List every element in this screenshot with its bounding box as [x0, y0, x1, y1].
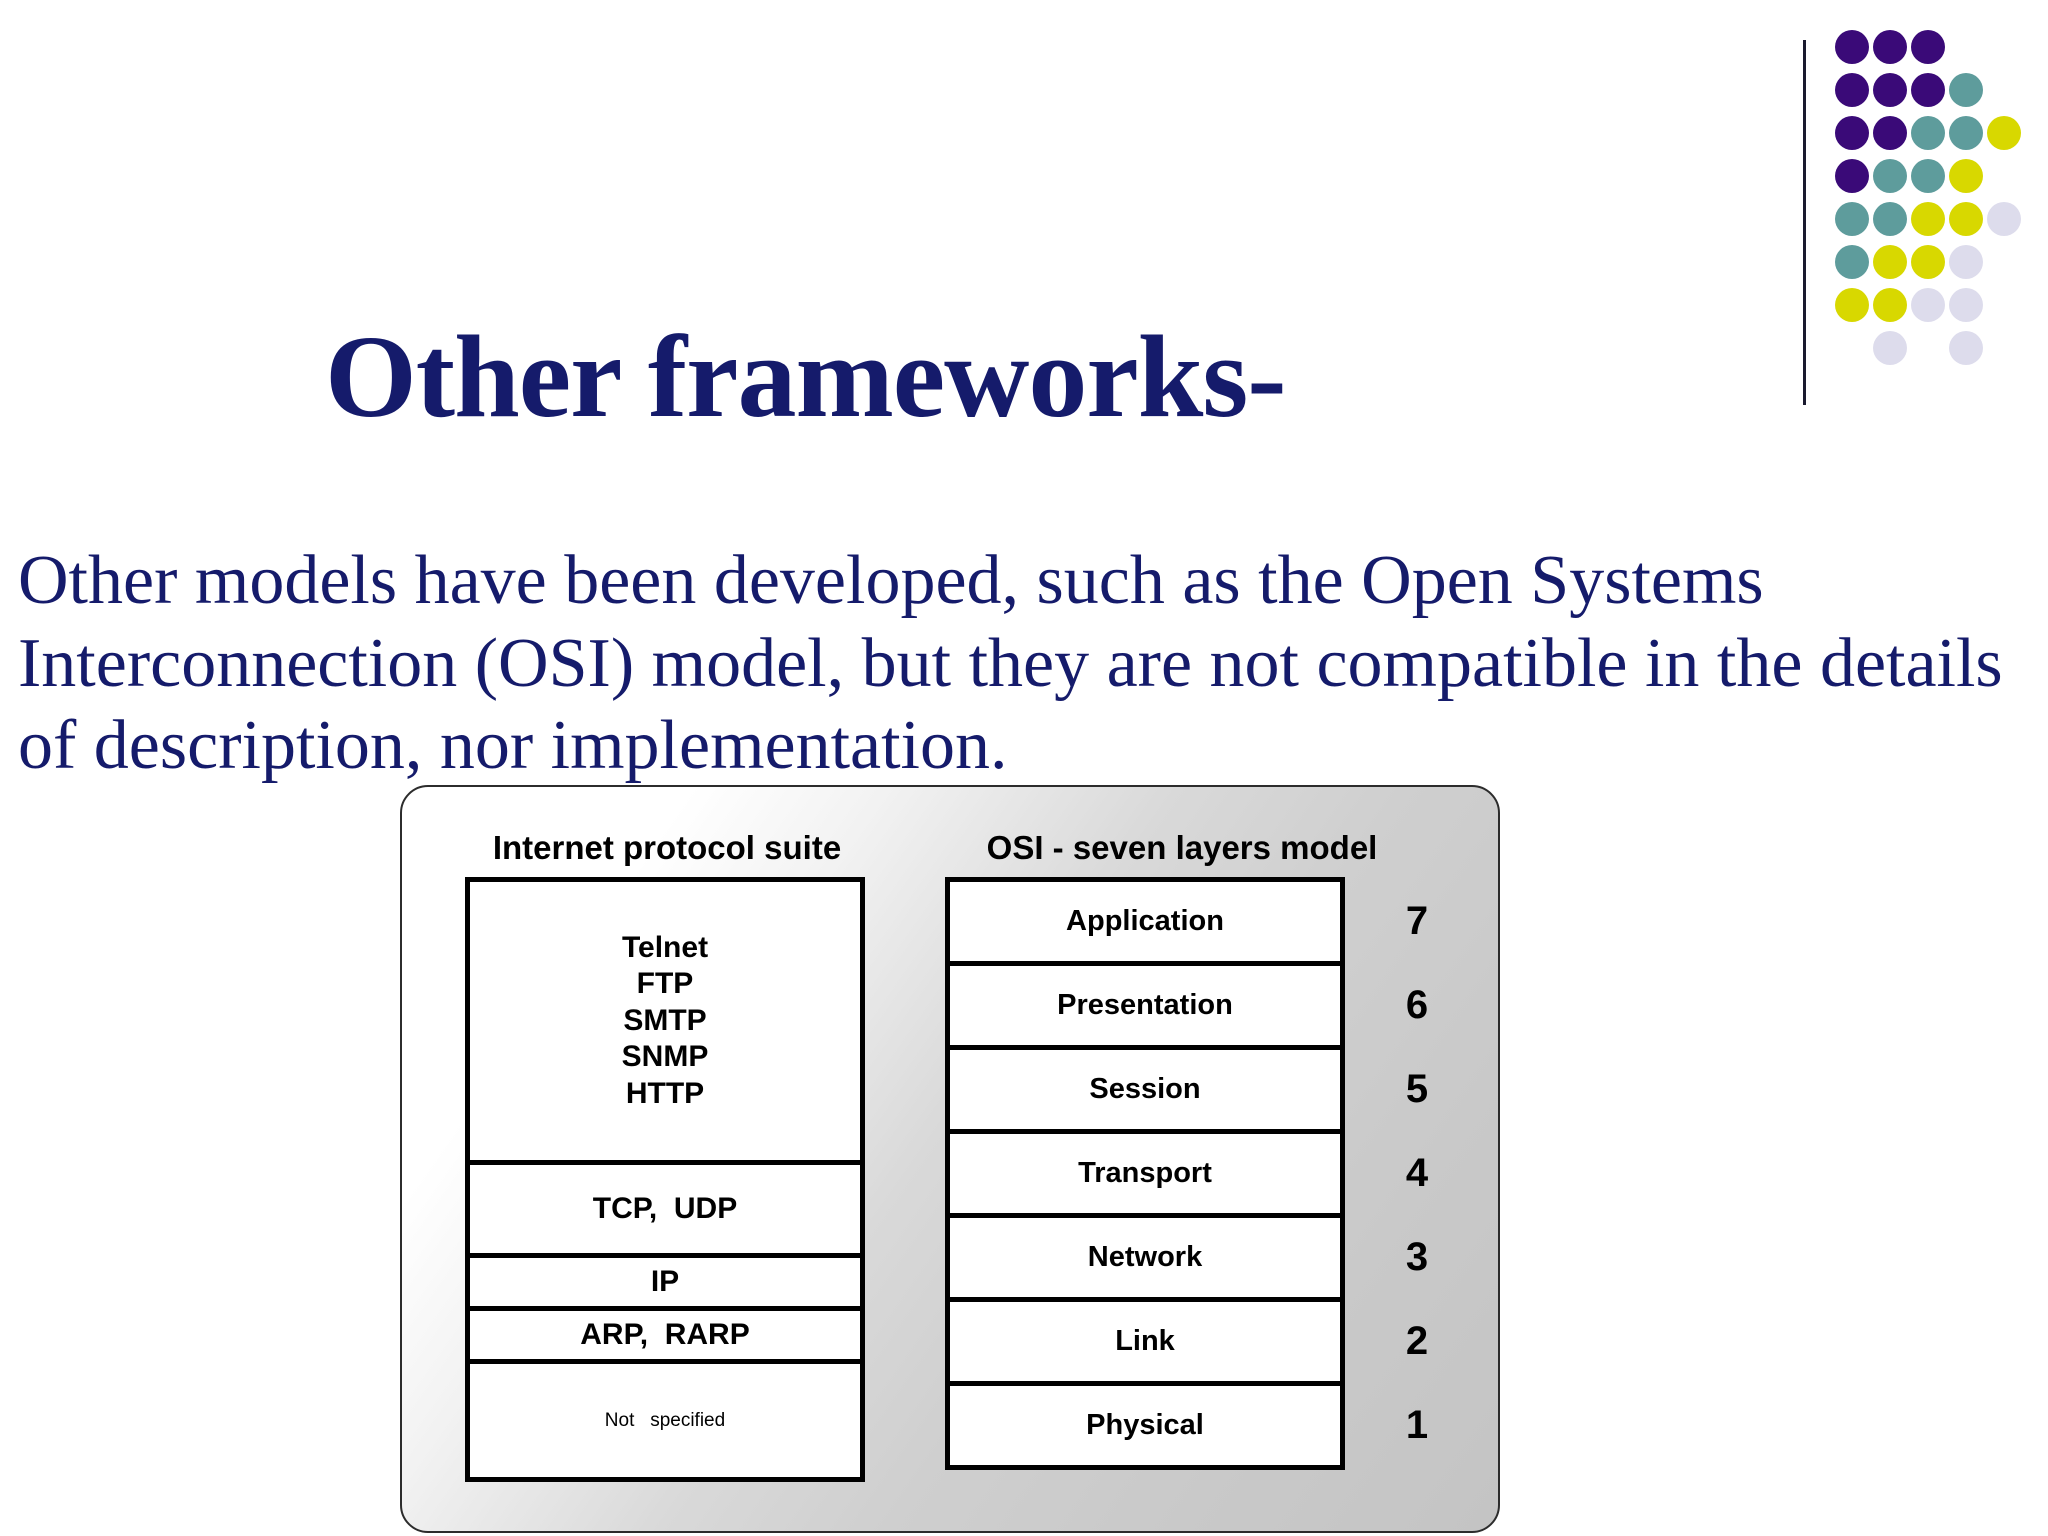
osi-layer-number: 3 [1405, 1235, 1429, 1279]
logo-dot-yellow [1911, 202, 1945, 236]
logo-vertical-rule [1803, 40, 1806, 405]
osi-model-heading: OSI - seven layers model [986, 829, 1378, 866]
logo-dot-teal [1835, 202, 1869, 236]
osi-layer-label: Presentation [1057, 989, 1233, 1021]
ips-box-label: IP [650, 1264, 680, 1298]
logo-dot-yellow [1873, 288, 1907, 322]
osi-layer-label: Network [1087, 1241, 1203, 1273]
osi-vs-tcpip-diagram: Internet protocol suite OSI - seven laye… [400, 785, 1500, 1533]
internet-protocol-suite-stack: Telnet FTP SMTP SNMP HTTP TCP, UDP IP ARP, … [465, 877, 865, 1497]
osi-layer-label: Link [1115, 1325, 1175, 1357]
logo-dot-lavender [1949, 288, 1983, 322]
logo-dot-purple [1911, 73, 1945, 107]
logo-dot-purple [1835, 159, 1869, 193]
logo-dot-purple [1911, 30, 1945, 64]
logo-dot-teal [1911, 116, 1945, 150]
osi-layer-number: 5 [1405, 1067, 1429, 1111]
logo-dot-teal [1873, 159, 1907, 193]
logo-dot-purple [1873, 73, 1907, 107]
logo-dot-lavender [1911, 288, 1945, 322]
logo-dot-yellow [1949, 159, 1983, 193]
logo-dot-purple [1835, 73, 1869, 107]
osi-layer-number: 2 [1405, 1319, 1429, 1363]
osi-layer-box: Transport [945, 1129, 1345, 1218]
logo-dot-purple [1835, 116, 1869, 150]
logo-dot-grid [1835, 30, 2035, 390]
osi-layer-number: 6 [1405, 983, 1429, 1027]
ips-box: Not specified [465, 1359, 865, 1482]
logo-dot-teal [1911, 159, 1945, 193]
logo-dot-yellow [1873, 245, 1907, 279]
ips-box: ARP, RARP [465, 1306, 865, 1364]
osi-layer-label: Session [1089, 1073, 1201, 1105]
ips-box-label: Telnet FTP SMTP SNMP HTTP [621, 930, 709, 1110]
ips-box-label: TCP, UDP [592, 1191, 738, 1225]
logo-dot-lavender [1987, 202, 2021, 236]
logo-dot-lavender [1949, 331, 1983, 365]
osi-layer-label: Transport [1078, 1157, 1212, 1189]
logo-dot-teal [1949, 116, 1983, 150]
logo-dot-purple [1873, 30, 1907, 64]
osi-layer-label: Application [1066, 905, 1224, 937]
logo-dot-purple [1835, 30, 1869, 64]
logo-dot-teal [1835, 245, 1869, 279]
osi-layer-number: 7 [1405, 899, 1429, 943]
osi-layer-box: Application [945, 877, 1345, 966]
osi-layer-number-column: 7 6 5 4 3 2 1 [1377, 877, 1457, 1497]
osi-layer-box: Presentation [945, 961, 1345, 1050]
logo-dot-lavender [1873, 331, 1907, 365]
osi-layer-box: Physical [945, 1381, 1345, 1470]
internet-protocol-suite-heading: Internet protocol suite [492, 829, 842, 866]
logo-dot-yellow [1949, 202, 1983, 236]
logo-dot-teal [1949, 73, 1983, 107]
osi-layer-label: Physical [1086, 1409, 1204, 1441]
page-title: Other frameworks- [325, 311, 1287, 443]
ips-box-label: Not specified [604, 1409, 726, 1431]
osi-layer-box: Session [945, 1045, 1345, 1134]
osi-layer-number: 4 [1405, 1151, 1429, 1195]
osi-layer-number: 1 [1405, 1403, 1429, 1447]
ips-box: Telnet FTP SMTP SNMP HTTP [465, 877, 865, 1165]
ips-box-label: ARP, RARP [580, 1317, 750, 1351]
slide-body-text: Other models have been developed, such a… [18, 542, 2003, 785]
ips-box: TCP, UDP [465, 1160, 865, 1258]
brand-logo [1795, 20, 2035, 405]
logo-dot-yellow [1987, 116, 2021, 150]
ips-box: IP [465, 1253, 865, 1311]
osi-layer-box: Network [945, 1213, 1345, 1302]
logo-dot-teal [1873, 202, 1907, 236]
osi-layer-box: Link [945, 1297, 1345, 1386]
logo-dot-yellow [1911, 245, 1945, 279]
logo-dot-purple [1873, 116, 1907, 150]
logo-dot-lavender [1949, 245, 1983, 279]
logo-dot-yellow [1835, 288, 1869, 322]
